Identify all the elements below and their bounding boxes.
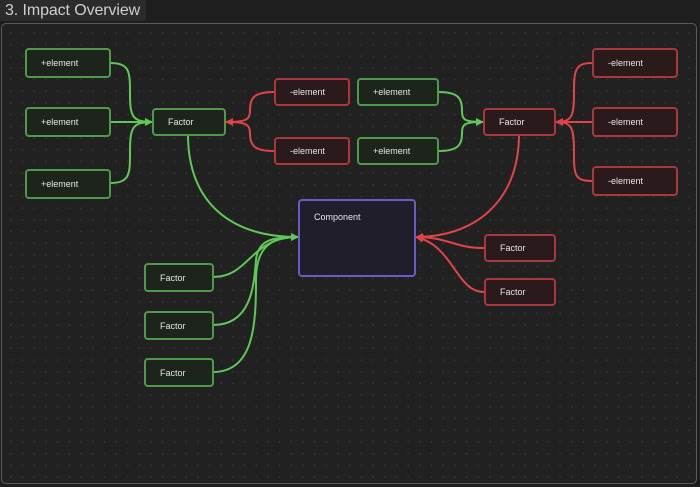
page-title: 3. Impact Overview	[0, 0, 147, 21]
node-neg-element-3[interactable]: -element	[592, 48, 678, 78]
edge-pos-el-5-to-factor-right[interactable]	[437, 118, 484, 152]
node-factor-right[interactable]: Factor	[483, 108, 556, 136]
diagram-canvas[interactable]: +element +element +element Factor -eleme…	[1, 23, 697, 484]
node-pos-element-1[interactable]: +element	[25, 48, 111, 78]
edge-neg-el-1-to-factor-left[interactable]	[225, 91, 275, 126]
node-factor-left[interactable]: Factor	[152, 108, 226, 136]
node-pos-element-4[interactable]: +element	[357, 78, 439, 106]
edge-factor-pos-2-to-component[interactable]	[212, 233, 299, 326]
edge-pos-el-1-to-factor-left[interactable]	[109, 62, 153, 126]
edge-factor-pos-3-to-component[interactable]	[212, 233, 299, 373]
node-pos-element-3[interactable]: +element	[25, 169, 111, 199]
edge-pos-el-3-to-factor-left[interactable]	[109, 118, 153, 184]
edge-factor-neg-2-to-component[interactable]	[415, 234, 485, 293]
edge-factor-right-to-component[interactable]	[415, 133, 520, 241]
node-component[interactable]: Component	[298, 199, 416, 277]
node-neg-element-2[interactable]: -element	[274, 137, 350, 165]
node-factor-neg-2[interactable]: Factor	[484, 278, 556, 306]
node-factor-pos-2[interactable]: Factor	[144, 311, 214, 340]
node-factor-neg-1[interactable]: Factor	[484, 234, 556, 262]
node-pos-element-5[interactable]: +element	[357, 137, 439, 165]
edge-neg-el-5-to-factor-right[interactable]	[555, 118, 593, 182]
node-neg-element-5[interactable]: -element	[592, 166, 678, 196]
node-factor-pos-1[interactable]: Factor	[144, 263, 214, 292]
edge-layer	[109, 62, 593, 373]
edge-neg-el-2-to-factor-left[interactable]	[225, 118, 275, 152]
edge-neg-el-3-to-factor-right[interactable]	[555, 62, 593, 126]
edge-pos-el-4-to-factor-right[interactable]	[437, 91, 484, 126]
edge-factor-neg-1-to-component[interactable]	[415, 233, 485, 249]
node-factor-pos-3[interactable]: Factor	[144, 358, 214, 387]
node-neg-element-1[interactable]: -element	[274, 78, 350, 106]
node-pos-element-2[interactable]: +element	[25, 107, 111, 137]
node-neg-element-4[interactable]: -element	[592, 107, 678, 137]
edge-factor-left-to-component[interactable]	[187, 133, 299, 241]
